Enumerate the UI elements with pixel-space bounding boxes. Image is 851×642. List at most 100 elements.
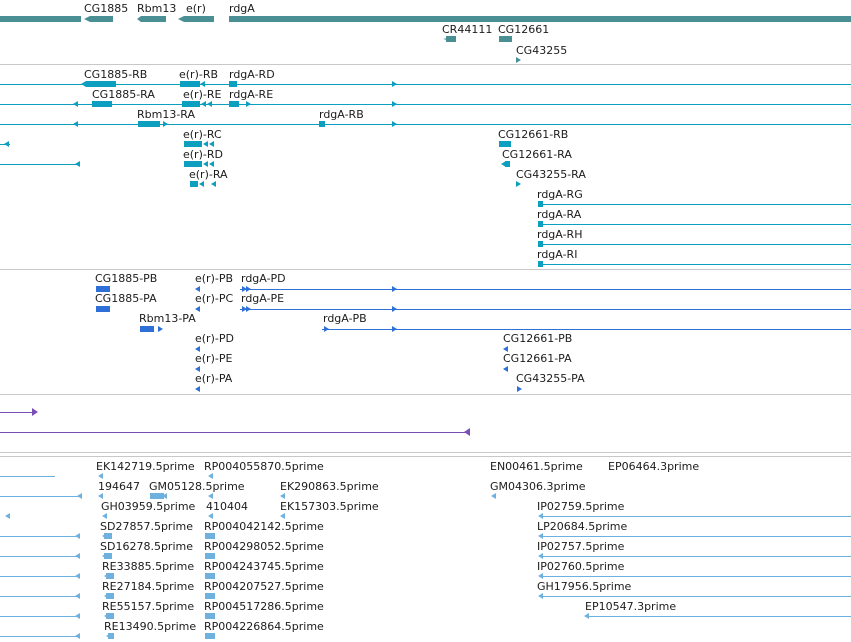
- est-label[interactable]: RP004243745.5prime: [204, 560, 324, 573]
- strand-arrow-right[interactable]: [242, 286, 247, 292]
- feature-exon[interactable]: [505, 161, 510, 167]
- strand-arrow-right[interactable]: [392, 326, 397, 332]
- gene-span[interactable]: [178, 16, 214, 22]
- strand-arrow-left[interactable]: [203, 141, 208, 147]
- est-label[interactable]: GH17956.5prime: [537, 580, 632, 593]
- strand-arrow-left[interactable]: [195, 366, 200, 372]
- strand-arrow-left[interactable]: [464, 428, 470, 436]
- feature-exon[interactable]: [538, 201, 543, 207]
- strand-arrow-right[interactable]: [246, 101, 251, 107]
- strand-arrow-left[interactable]: [75, 553, 80, 559]
- transcript-label[interactable]: rdgA-RB: [319, 108, 364, 121]
- strand-arrow-right[interactable]: [392, 286, 397, 292]
- transcript-label[interactable]: CG1885-RB: [84, 68, 148, 81]
- strand-arrow-right[interactable]: [32, 408, 38, 416]
- est-label[interactable]: GM04306.3prime: [490, 480, 586, 493]
- strand-arrow-left[interactable]: [209, 161, 214, 167]
- feature-exon[interactable]: [184, 161, 202, 167]
- feature-exon[interactable]: [538, 221, 543, 227]
- strand-arrow-left[interactable]: [199, 181, 204, 187]
- feature-exon[interactable]: [150, 493, 164, 499]
- est-label[interactable]: SD16278.5prime: [100, 540, 193, 553]
- strand-arrow-left[interactable]: [538, 573, 543, 579]
- est-label[interactable]: EK157303.5prime: [280, 500, 379, 513]
- est-label[interactable]: RP004226864.5prime: [204, 620, 324, 633]
- feature-exon[interactable]: [205, 613, 215, 619]
- est-label[interactable]: RP004042142.5prime: [204, 520, 324, 533]
- strand-arrow-left[interactable]: [102, 513, 107, 519]
- gene-label-cg1885[interactable]: CG1885: [84, 2, 129, 15]
- gene-span[interactable]: [0, 16, 81, 22]
- strand-arrow-left[interactable]: [162, 493, 167, 499]
- strand-arrow-right[interactable]: [246, 286, 251, 292]
- strand-arrow-left[interactable]: [195, 286, 200, 292]
- strand-arrow-left[interactable]: [81, 81, 86, 87]
- feature-exon[interactable]: [86, 81, 116, 87]
- gene-label-cr44111[interactable]: CR44111: [442, 23, 493, 36]
- feature-exon[interactable]: [205, 533, 215, 539]
- est-label[interactable]: RE33885.5prime: [102, 560, 195, 573]
- strand-arrow-left[interactable]: [538, 513, 543, 519]
- gene-label-er[interactable]: e(r): [186, 2, 206, 15]
- est-label[interactable]: SD27857.5prime: [100, 520, 193, 533]
- strand-arrow-left[interactable]: [201, 101, 206, 107]
- strand-arrow-left[interactable]: [538, 593, 543, 599]
- strand-arrow-left[interactable]: [75, 533, 80, 539]
- protein-label[interactable]: rdgA-PD: [241, 272, 286, 285]
- feature-exon[interactable]: [205, 573, 215, 579]
- gene-label-cg43255[interactable]: CG43255: [516, 44, 568, 57]
- transcript-label[interactable]: e(r)-RA: [189, 168, 228, 181]
- strand-arrow-left[interactable]: [207, 101, 212, 107]
- est-label[interactable]: RP004517286.5prime: [204, 600, 324, 613]
- feature-exon[interactable]: [180, 81, 200, 87]
- strand-arrow-left[interactable]: [503, 366, 508, 372]
- est-label[interactable]: LP20684.5prime: [537, 520, 628, 533]
- est-label[interactable]: GM05128.5prime: [149, 480, 245, 493]
- gene-label-cg12661[interactable]: CG12661: [498, 23, 550, 36]
- strand-arrow-left[interactable]: [203, 161, 208, 167]
- feature-exon[interactable]: [205, 593, 215, 599]
- strand-arrow-left[interactable]: [5, 513, 10, 519]
- protein-label[interactable]: rdgA-PE: [241, 292, 285, 305]
- est-label[interactable]: IP02757.5prime: [537, 540, 625, 553]
- est-label[interactable]: RE55157.5prime: [102, 600, 195, 613]
- strand-arrow-right[interactable]: [392, 81, 397, 87]
- strand-arrow-right[interactable]: [517, 386, 522, 392]
- strand-arrow-left[interactable]: [75, 161, 80, 167]
- strand-arrow-left[interactable]: [98, 493, 103, 499]
- strand-arrow-left[interactable]: [195, 386, 200, 392]
- protein-label[interactable]: Rbm13-PA: [139, 312, 196, 325]
- feature-exon[interactable]: [106, 593, 114, 599]
- strand-arrow-left[interactable]: [538, 533, 543, 539]
- strand-arrow-right[interactable]: [158, 326, 163, 332]
- strand-arrow-left[interactable]: [503, 346, 508, 352]
- strand-arrow-left[interactable]: [280, 493, 285, 499]
- est-label[interactable]: EK290863.5prime: [280, 480, 379, 493]
- feature-exon[interactable]: [182, 101, 200, 107]
- feature-exon[interactable]: [104, 553, 112, 559]
- est-label[interactable]: EP10547.3prime: [585, 600, 677, 613]
- est-label[interactable]: EK142719.5prime: [96, 460, 195, 473]
- strand-arrow-left[interactable]: [75, 613, 80, 619]
- strand-arrow-right[interactable]: [163, 121, 168, 127]
- strand-arrow-left[interactable]: [77, 493, 82, 499]
- est-label[interactable]: EP06464.3prime: [608, 460, 700, 473]
- strand-arrow-left[interactable]: [4, 141, 9, 147]
- protein-label[interactable]: CG1885-PB: [95, 272, 158, 285]
- transcript-label[interactable]: e(r)-RD: [183, 148, 223, 161]
- feature-exon[interactable]: [140, 326, 154, 332]
- transcript-label[interactable]: rdgA-RD: [229, 68, 275, 81]
- strand-arrow-right[interactable]: [516, 57, 521, 63]
- strand-arrow-right[interactable]: [246, 306, 251, 312]
- strand-arrow-right[interactable]: [242, 306, 247, 312]
- strand-arrow-left[interactable]: [98, 473, 103, 479]
- strand-arrow-right[interactable]: [516, 181, 521, 187]
- strand-arrow-left[interactable]: [208, 513, 213, 519]
- protein-label[interactable]: rdgA-PB: [323, 312, 367, 325]
- gene-span[interactable]: [499, 36, 512, 42]
- protein-label[interactable]: e(r)-PD: [195, 332, 234, 345]
- feature-exon[interactable]: [138, 121, 160, 127]
- gene-span[interactable]: [446, 36, 456, 42]
- transcript-label[interactable]: rdgA-RI: [537, 248, 578, 261]
